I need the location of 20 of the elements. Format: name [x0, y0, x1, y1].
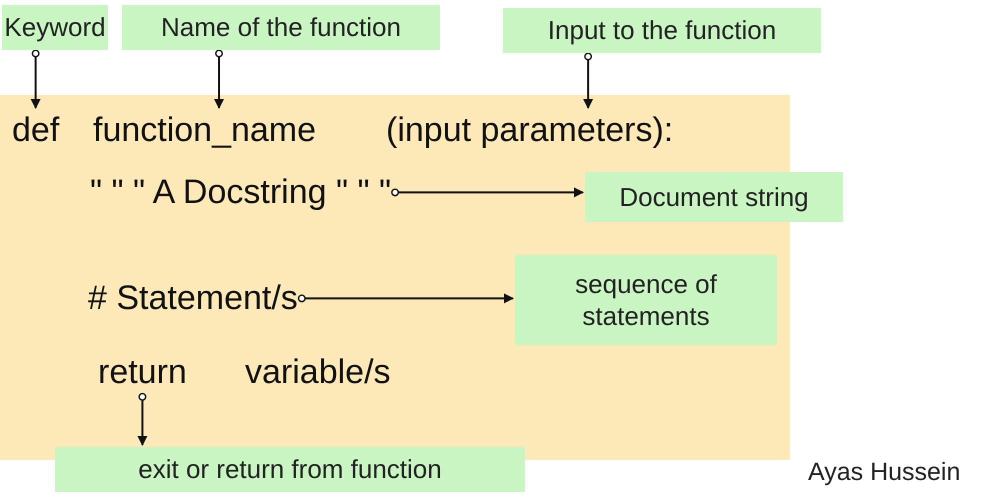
- code-text: def: [12, 110, 60, 151]
- code-text: " " " A Docstring " " ": [90, 172, 392, 213]
- callout-label: sequence of statements: [515, 255, 777, 345]
- callout-label: Document string: [585, 172, 843, 222]
- callout-label: Input to the function: [503, 8, 821, 52]
- code-text: function_name: [93, 110, 316, 151]
- code-text: # Statement/s: [88, 278, 298, 319]
- arrow: [214, 50, 224, 109]
- code-text: return: [98, 352, 187, 393]
- author-signature: Ayas Hussein: [808, 458, 960, 487]
- arrow: [298, 293, 514, 304]
- arrow: [583, 52, 594, 109]
- arrow: [30, 50, 41, 109]
- code-text: (input parameters):: [386, 110, 674, 151]
- arrow: [391, 187, 584, 198]
- callout-label: Name of the function: [122, 5, 440, 50]
- code-text: variable/s: [245, 352, 391, 393]
- arrow: [137, 392, 148, 446]
- callout-label: Keyword: [2, 5, 108, 50]
- callout-label: exit or return from function: [55, 447, 525, 492]
